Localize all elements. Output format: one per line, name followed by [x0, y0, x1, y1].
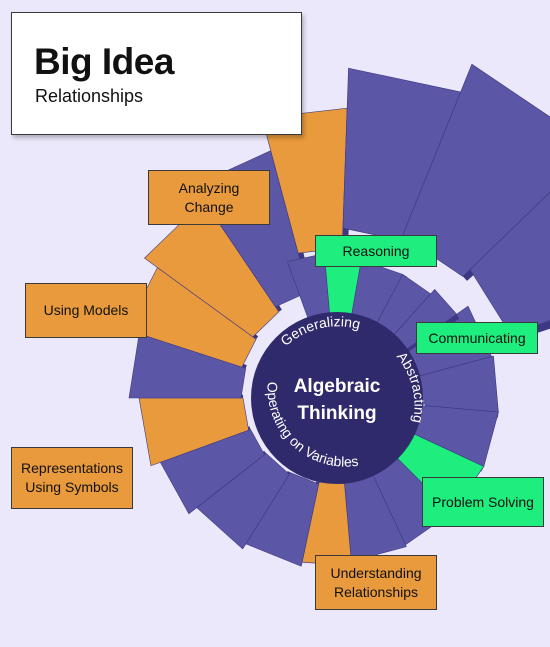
stair-step — [469, 191, 550, 336]
label-communicating: Communicating — [416, 322, 538, 354]
center-title-line1: Algebraic — [294, 376, 381, 397]
stair-step — [402, 63, 550, 277]
label-problem-solving: Problem Solving — [422, 477, 544, 527]
label-using-models: Using Models — [25, 283, 147, 338]
center-title-line2: Thinking — [297, 403, 376, 424]
label-reasoning: Reasoning — [315, 235, 437, 267]
center-circle — [251, 312, 423, 484]
label-representations-using-symbols: Representations Using Symbols — [11, 447, 133, 509]
big-idea-title: Big Idea — [34, 41, 174, 82]
label-analyzing-change: Analyzing Change — [148, 170, 270, 225]
big-idea-card: Big Idea Relationships — [11, 12, 302, 135]
label-understanding-relationships: Understanding Relationships — [315, 555, 437, 610]
big-idea-subtitle: Relationships — [35, 86, 144, 106]
